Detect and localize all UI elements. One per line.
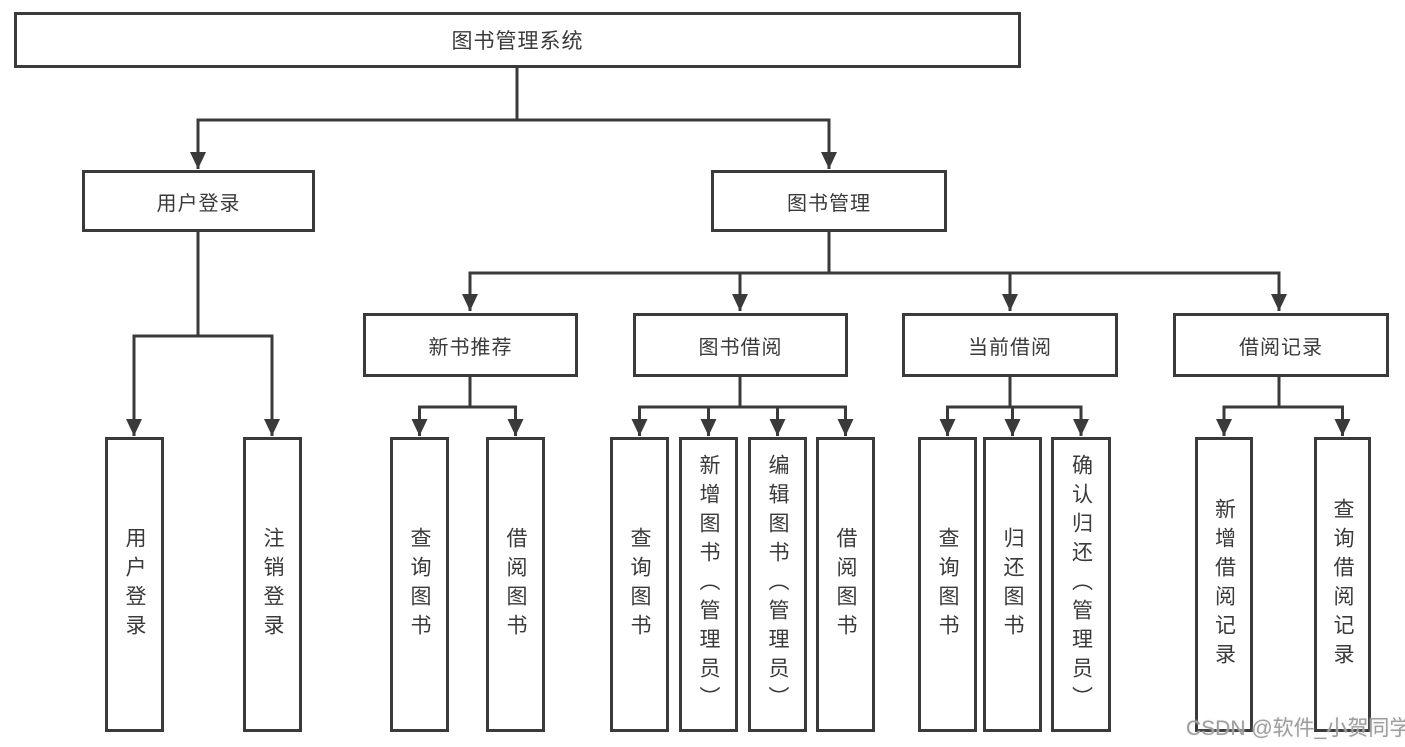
leaf-borrow-query-books-label: 查询图书 (628, 526, 651, 643)
leaf-newbook-borrow-books: 借阅图书 (486, 437, 545, 732)
leaf-borrow-add-books-admin: 新增图书（管理员） (679, 437, 738, 732)
leaf-current-query-books: 查询图书 (918, 437, 977, 732)
node-new-book-recommend-label: 新书推荐 (428, 336, 513, 359)
node-new-book-recommend: 新书推荐 (363, 313, 578, 377)
leaf-newbook-borrow-books-label: 借阅图书 (504, 526, 527, 643)
leaf-logout: 注销登录 (243, 437, 302, 732)
leaf-records-add: 新增借阅记录 (1195, 437, 1253, 732)
node-root-system: 图书管理系统 (14, 12, 1021, 68)
csdn-watermark: CSDN @软件_小贺同学 (1186, 717, 1405, 740)
leaf-current-query-books-label: 查询图书 (936, 526, 959, 643)
leaf-borrow-edit-books-admin-label: 编辑图书（管理员） (766, 454, 789, 715)
node-borrow-records: 借阅记录 (1173, 313, 1389, 377)
leaf-newbook-query-books: 查询图书 (390, 437, 449, 732)
node-book-borrowing-label: 图书借阅 (698, 336, 783, 359)
leaf-records-add-label: 新增借阅记录 (1212, 497, 1236, 672)
node-current-borrowing-label: 当前借阅 (968, 336, 1052, 359)
leaf-current-return-books: 归还图书 (983, 437, 1042, 732)
leaf-records-query-label: 查询借阅记录 (1331, 497, 1354, 672)
leaf-current-confirm-return-admin-label: 确认归还（管理员） (1069, 454, 1093, 715)
leaf-borrow-edit-books-admin: 编辑图书（管理员） (748, 437, 807, 732)
leaf-current-return-books-label: 归还图书 (1001, 526, 1024, 643)
node-user-login: 用户登录 (82, 170, 315, 232)
leaf-borrow-borrow-books-label: 借阅图书 (834, 526, 857, 643)
leaf-user-login-label: 用户登录 (123, 526, 146, 643)
node-borrow-records-label: 借阅记录 (1239, 336, 1323, 359)
leaf-borrow-add-books-admin-label: 新增图书（管理员） (697, 454, 720, 715)
node-book-management: 图书管理 (711, 170, 947, 232)
node-book-management-label: 图书管理 (787, 192, 871, 215)
node-current-borrowing: 当前借阅 (902, 313, 1118, 377)
node-user-login-label: 用户登录 (156, 192, 241, 215)
leaf-records-query: 查询借阅记录 (1314, 437, 1371, 732)
leaf-user-login: 用户登录 (105, 437, 164, 732)
node-book-borrowing: 图书借阅 (633, 313, 848, 377)
leaf-borrow-query-books: 查询图书 (610, 437, 669, 732)
leaf-newbook-query-books-label: 查询图书 (408, 526, 431, 643)
leaf-current-confirm-return-admin: 确认归还（管理员） (1051, 437, 1111, 732)
leaf-logout-label: 注销登录 (261, 526, 284, 643)
node-root-system-label: 图书管理系统 (451, 30, 584, 53)
leaf-borrow-borrow-books: 借阅图书 (816, 437, 875, 732)
